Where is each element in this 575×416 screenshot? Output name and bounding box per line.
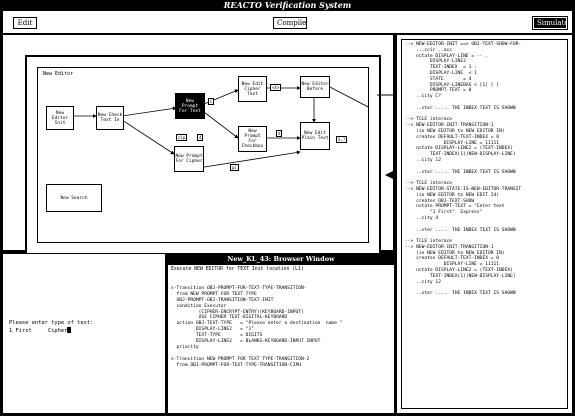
trace-line: creates OBJ-TEXT-SHOW (416, 198, 475, 204)
trace-line: DISPLAY-LINE = 11111 (443, 140, 500, 146)
browser-text: s-Transition OBJ-PROMPT-FOR-TEXT-TYPE-TR… (171, 280, 342, 369)
state-diagram-editor[interactable]: New Editor New Editor Init New Check (3, 35, 393, 255)
transition-tag-pi[interactable]: pi (230, 164, 239, 171)
trace-line: ..city C? (416, 94, 441, 100)
trace-line: TEXT-INDEX(1)(NEW-DISPLAY-LINE) (429, 273, 516, 279)
trace-line: STATE = 4 (429, 76, 472, 82)
edit-button[interactable]: Edit (13, 17, 37, 29)
trace-line: nctate PROMPT-TEXT = "Enter text (416, 204, 505, 210)
trace-line: --> NEW-EDITOR-INIT-TRANSITION-1 (405, 244, 494, 250)
trace-line: --> TCLE interace (405, 181, 453, 187)
node-editor-before[interactable]: New Editor Before (300, 76, 330, 98)
trace-line: ...ccir ..acc (416, 47, 453, 53)
trace-line: ..ster ..... THE INDEX TEXT IS SHOWN (416, 227, 516, 233)
connector-arrows (377, 94, 393, 179)
transition-tag-xx[interactable]: <X> (270, 84, 282, 91)
node-prompt-for-cipher[interactable]: New Prompt For Cipher (174, 146, 204, 172)
browser-line: priority (176, 344, 199, 350)
transition-tag-4[interactable]: 4 (197, 134, 204, 141)
trace-line: (in NEW EDITOR to NEW EDITOR IN) (416, 128, 505, 134)
node-prompt-for-text[interactable]: New Prompt For Text (175, 93, 205, 119)
trace-line: DISPLAY-LINE < 1 (429, 70, 477, 76)
trace-line: --> TCLE interace (405, 239, 453, 245)
transition-tag-x[interactable]: X (276, 130, 283, 137)
compile-button[interactable]: Compile (273, 17, 307, 29)
node-search[interactable]: New Search (46, 184, 102, 212)
browser-line: OBJ-PROMPT-OBJ-TRANSITION-TEXT-INIT (176, 297, 274, 303)
prompt-window[interactable]: Please enter type of text: 1 First Ciphe… (3, 254, 165, 413)
trace-line: "1 First" Express" (429, 210, 483, 216)
browser-window-title: New_KL_43: Browser Window (168, 254, 394, 265)
trace-line: nctate DISPLAY-LINE2 = (TEXT-INDEX) (416, 146, 513, 152)
trace-line: ..city 4 (416, 215, 439, 221)
trace-text-area[interactable]: --> NEW-EDITOR-INIT ==> OBJ-TEXT-SHOW-FO… (401, 39, 568, 409)
trace-line: --> NEW-EDITOR-INIT-TRANSITION-1 (405, 123, 494, 129)
browser-line: DISPLAY-LINE2 = "1" (195, 327, 254, 333)
trace-line: ..ster ..... THE INDEX TEXT IS SHOWN (416, 105, 516, 111)
browser-line: DISPLAY-LINE2 = BLANKS-KEYBOARD-INPUT IN… (195, 339, 321, 345)
trace-line: creates DEFAULT-TEXT-INDEX = 0 (416, 256, 500, 262)
node-check-text-in[interactable]: New Check Text In (96, 106, 124, 130)
trace-line: DISPLAY-LINEBAS < [1] [ ] (429, 82, 500, 88)
prompt-line-1: Please enter type of text: (9, 320, 94, 326)
execution-trace-panel[interactable]: --> NEW-EDITOR-INIT ==> OBJ-TEXT-SHOW-FO… (397, 35, 572, 413)
browser-line: USE CIPHER TEXT-DIGITAL-KEYBOARD (198, 315, 288, 321)
browser-line: (CIPHER-ENCRYPT-ENTRY)(KEYBOARD-INPUT) (198, 309, 304, 315)
diagram-canvas[interactable]: New Editor New Editor Init New Check (25, 55, 381, 255)
text-cursor (67, 327, 72, 333)
flow-window-title: New Editor (43, 71, 74, 77)
simulate-button[interactable]: Simulate (532, 16, 569, 30)
browser-line: s-Transition NEW PROMPT FOR TEXT TYPE-TR… (171, 356, 310, 362)
trace-line: PROMPT-TEXT = 0 (429, 88, 472, 94)
toolbar: Edit Compile Simulate (3, 11, 572, 33)
trace-line: --> NEW-EDITOR-STATE-IS-NEW-EDITOR-TRANS… (405, 186, 522, 192)
browser-subtitle: Execute NEW EDITOR for TEXT Init locatio… (171, 267, 304, 272)
browser-line: action OBJ-TEXT-TYPE = "Please enter a d… (176, 321, 343, 327)
trace-line: --> TCLE interace (405, 117, 453, 123)
trace-line: ..city 12 (416, 157, 441, 163)
trace-line: nctate DISPLAY-LINE = -- . (416, 53, 488, 59)
browser-line: from OBJ-PROMPT-FOR-TEXT-TYPE-TRANSITION… (176, 362, 301, 368)
trace-line: DISPLAY-LINE2 (429, 59, 466, 65)
browser-line: s-Transition OBJ-PROMPT-FOR-TEXT-TYPE-TR… (171, 285, 307, 291)
node-edit-plain-text[interactable]: New Edit Plain Text (300, 122, 330, 150)
trace-line: TEXT-INDEX = 1 . (429, 65, 477, 71)
browser-line: TEXT-TYPE = DIGITS (195, 333, 263, 339)
prompt-line-2: 1 First Cipher (9, 328, 68, 334)
browser-line: from NEW PROMPT FOR TEXT TYPE (176, 291, 257, 297)
trace-line: (in NEW EDITOR to NEW EDIT I4) (416, 192, 500, 198)
node-edit-cipher-text[interactable]: New Edit Cipher Text (238, 76, 267, 102)
trace-text: --> NEW-EDITOR-INIT ==> OBJ-TEXT-SHOW-FO… (402, 40, 567, 299)
transition-tag-c[interactable]: C (208, 98, 215, 105)
flow-window: New Editor New Editor Init New Check (37, 67, 369, 243)
node-prompt-for-checkbox[interactable]: New Prompt For Checkbox (238, 126, 267, 152)
trace-line: ..ster ..... THE INDEX TEXT IS SHOWN (416, 291, 516, 297)
trace-line: ..ster ..... THE INDEX TEXT IS SHOWN (416, 169, 516, 175)
trace-line: (in NEW EDITOR to NEW EDITOR IN) (416, 250, 505, 256)
trace-line: ..city 12 (416, 279, 441, 285)
browser-line: condition Executor (176, 303, 227, 309)
trace-line: nctate DISPLAY-LINE2 = (TEXT-INDEX) (416, 268, 513, 274)
trace-line: TEXT-INDEX(1)(NEW-DISPLAY-LINE) (429, 152, 516, 158)
trace-line: creates DEFAULT-TEXT-INDEX = 0 (416, 134, 500, 140)
prompt-text: Please enter type of text: 1 First Ciphe… (9, 320, 93, 335)
transition-tag-s[interactable]: S.? (336, 136, 348, 143)
trace-line: --> NEW-EDITOR-INIT ==> OBJ-TEXT-SHOW-FO… (405, 42, 522, 47)
transition-tag-cip[interactable]: cip (176, 134, 188, 141)
app-title: REACTO Verification System (223, 0, 352, 10)
node-editor-init[interactable]: New Editor Init (46, 106, 74, 130)
browser-window[interactable]: New_KL_43: Browser Window Execute NEW ED… (168, 254, 394, 413)
trace-line: DISPLAY-LINE = 11111 (443, 262, 500, 268)
